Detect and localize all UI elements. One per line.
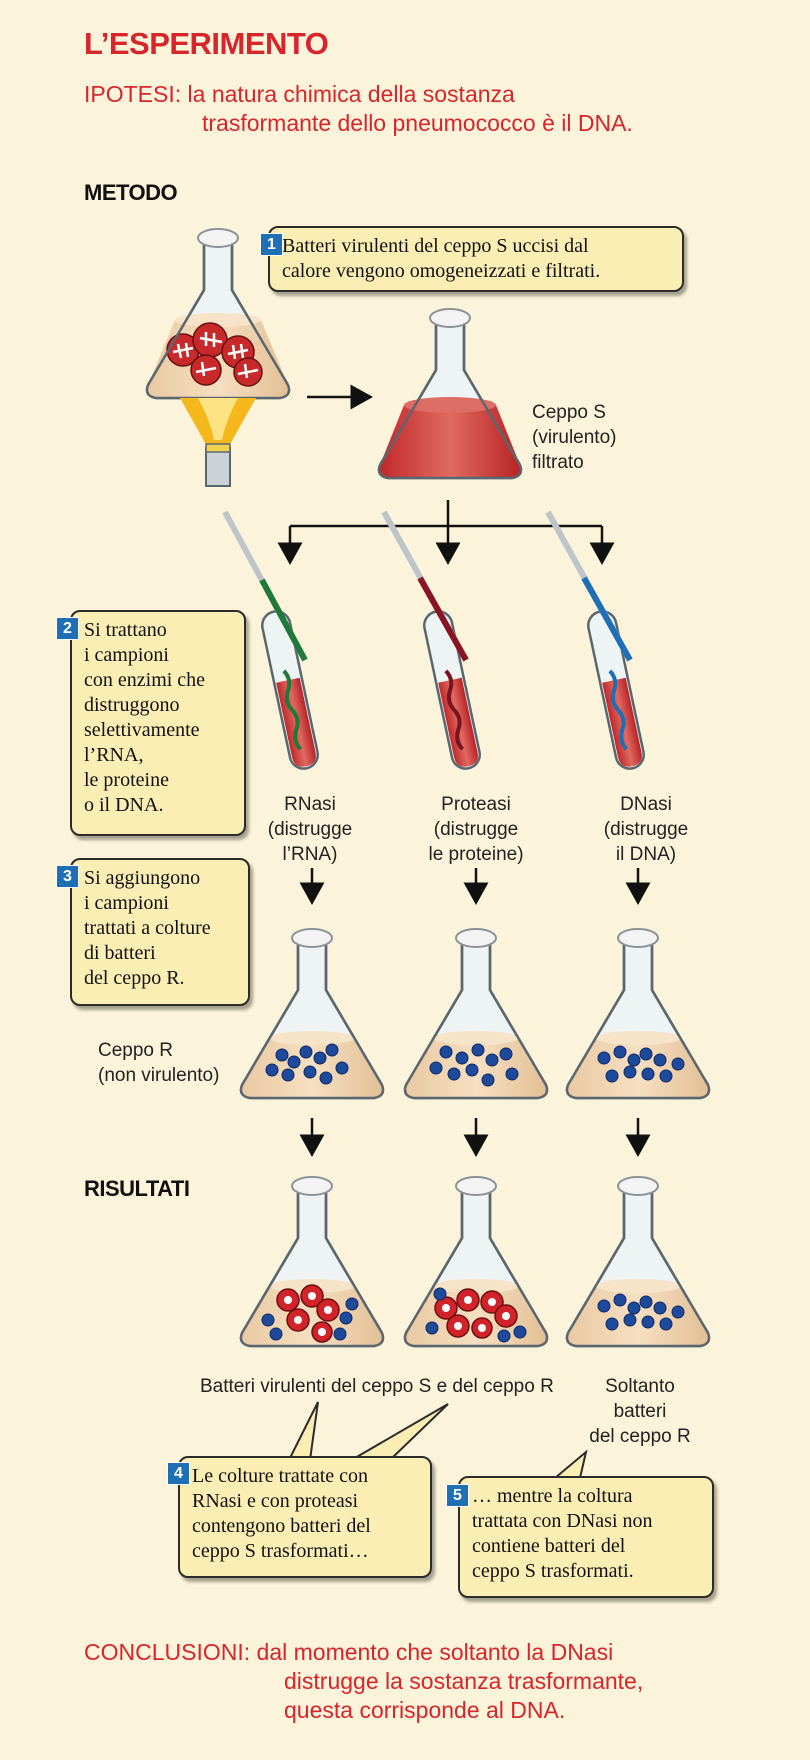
result-right-label: Soltanto batteri del ceppo R xyxy=(580,1374,700,1449)
step-3-box: Si aggiungono i campioni trattati a colt… xyxy=(70,858,250,1006)
section-results: RISULTATI xyxy=(84,1176,190,1201)
label-line: Ceppo S xyxy=(532,402,606,423)
step-5-box: … mentre la coltura trattata con DNasi n… xyxy=(458,1476,714,1598)
step-1-line: calore vengono omogeneizzati e filtrati. xyxy=(282,260,601,282)
label-line: Ceppo R xyxy=(98,1040,173,1061)
step-3-line: del ceppo R. xyxy=(84,967,185,989)
result-left-label: Batteri virulenti del ceppo S e del cepp… xyxy=(200,1376,554,1397)
label-line: (virulento) xyxy=(532,427,617,448)
label-line: (non virulento) xyxy=(98,1065,220,1086)
label-line: DNasi xyxy=(620,794,672,815)
conclusion-label: CONCLUSIONI: xyxy=(84,1639,251,1665)
step-4-line: ceppo S trasformati… xyxy=(192,1540,369,1562)
heated-flask xyxy=(145,228,291,487)
step-2-line: o il DNA. xyxy=(84,794,164,816)
filtrate-flask xyxy=(377,308,523,480)
step-2-box: Si trattano i campioni con enzimi che di… xyxy=(70,610,246,836)
label-line: batteri xyxy=(613,1401,667,1422)
ceppo-r-label: Ceppo R (non virulento) xyxy=(98,1038,219,1088)
step-3-line: di batteri xyxy=(84,942,156,964)
step-2-line: l’RNA, xyxy=(84,744,144,766)
label-line: le proteine) xyxy=(428,844,524,865)
conclusion-line1: dal momento che soltanto la DNasi xyxy=(256,1639,614,1665)
label-line: RNasi xyxy=(284,794,336,815)
enzyme-label-proteasi: Proteasi (distrugge le proteine) xyxy=(410,792,542,867)
step-3-number: 3 xyxy=(56,865,79,888)
step-4-line: contengono batteri del xyxy=(192,1515,371,1537)
label-line: (distrugge xyxy=(433,819,519,840)
page-title: L’ESPERIMENTO xyxy=(84,26,329,61)
conclusion: CONCLUSIONI: dal momento che soltanto la… xyxy=(84,1638,643,1725)
step-4-line: RNasi e con proteasi xyxy=(192,1490,359,1512)
label-line: filtrato xyxy=(532,452,584,473)
label-line: del ceppo R xyxy=(589,1426,691,1447)
conclusion-line2: distrugge la sostanza trasformante, xyxy=(284,1668,644,1694)
step-5-line: ceppo S trasformati. xyxy=(472,1560,634,1582)
step-2-line: con enzimi che xyxy=(84,669,206,691)
label-line: Soltanto xyxy=(605,1376,675,1397)
step-4-number: 4 xyxy=(167,1462,190,1485)
step-5-line: contiene batteri del xyxy=(472,1535,626,1557)
ceppo-s-label: Ceppo S (virulento) filtrato xyxy=(532,400,616,475)
step-4-box: Le colture trattate con RNasi e con prot… xyxy=(178,1456,432,1578)
step-3-line: i campioni xyxy=(84,892,169,914)
step-2-line: Si trattano xyxy=(84,619,167,641)
section-method: METODO xyxy=(84,180,178,205)
enzyme-label-rnasi: RNasi (distrugge l’RNA) xyxy=(250,792,370,867)
hypothesis-label: IPOTESI: xyxy=(84,81,182,107)
enzyme-label-dnasi: DNasi (distrugge il DNA) xyxy=(586,792,706,867)
label-line: il DNA) xyxy=(615,844,677,865)
step-3-line: trattati a colture xyxy=(84,917,211,939)
down-arrows-1 xyxy=(299,868,651,905)
step-4-line: Le colture trattate con xyxy=(192,1465,369,1487)
step-2-line: le proteine xyxy=(84,769,169,791)
result-flask-3 xyxy=(565,1175,711,1348)
flask-r-1 xyxy=(239,927,385,1100)
flask-r-2 xyxy=(403,927,549,1100)
step-1-line: Batteri virulenti del ceppo S uccisi dal xyxy=(282,235,589,257)
label-line: (distrugge xyxy=(603,819,689,840)
step-5-line: … mentre la coltura xyxy=(472,1485,633,1507)
hypothesis-line2: trasformante dello pneumococco è il DNA. xyxy=(202,110,633,136)
step-1-number: 1 xyxy=(260,233,283,256)
branch-arrows xyxy=(277,500,615,565)
label-line: l’RNA) xyxy=(282,844,338,865)
step-2-number: 2 xyxy=(56,617,79,640)
step-2-line: i campioni xyxy=(84,644,169,666)
step-1-box: Batteri virulenti del ceppo S uccisi dal… xyxy=(268,226,684,292)
down-arrows-2 xyxy=(299,1118,651,1157)
conclusion-line3: questa corrisponde al DNA. xyxy=(284,1697,566,1723)
step-5-line: trattata con DNasi non xyxy=(472,1510,653,1532)
hypothesis-line1: la natura chimica della sostanza xyxy=(187,81,515,107)
result-flask-1 xyxy=(239,1175,385,1348)
step-2-line: distruggono xyxy=(84,694,180,716)
flask-r-3 xyxy=(565,927,711,1100)
tube-dnasi xyxy=(584,607,648,773)
hypothesis: IPOTESI: la natura chimica della sostanz… xyxy=(84,80,633,138)
result-flask-2 xyxy=(403,1175,549,1348)
tube-proteasi xyxy=(420,607,484,773)
label-line: Proteasi xyxy=(441,794,511,815)
label-line: (distrugge xyxy=(267,819,353,840)
step-2-line: selettivamente xyxy=(84,719,200,741)
step-3-line: Si aggiungono xyxy=(84,867,201,889)
step-5-number: 5 xyxy=(446,1484,469,1507)
tube-rnasi xyxy=(258,607,322,773)
